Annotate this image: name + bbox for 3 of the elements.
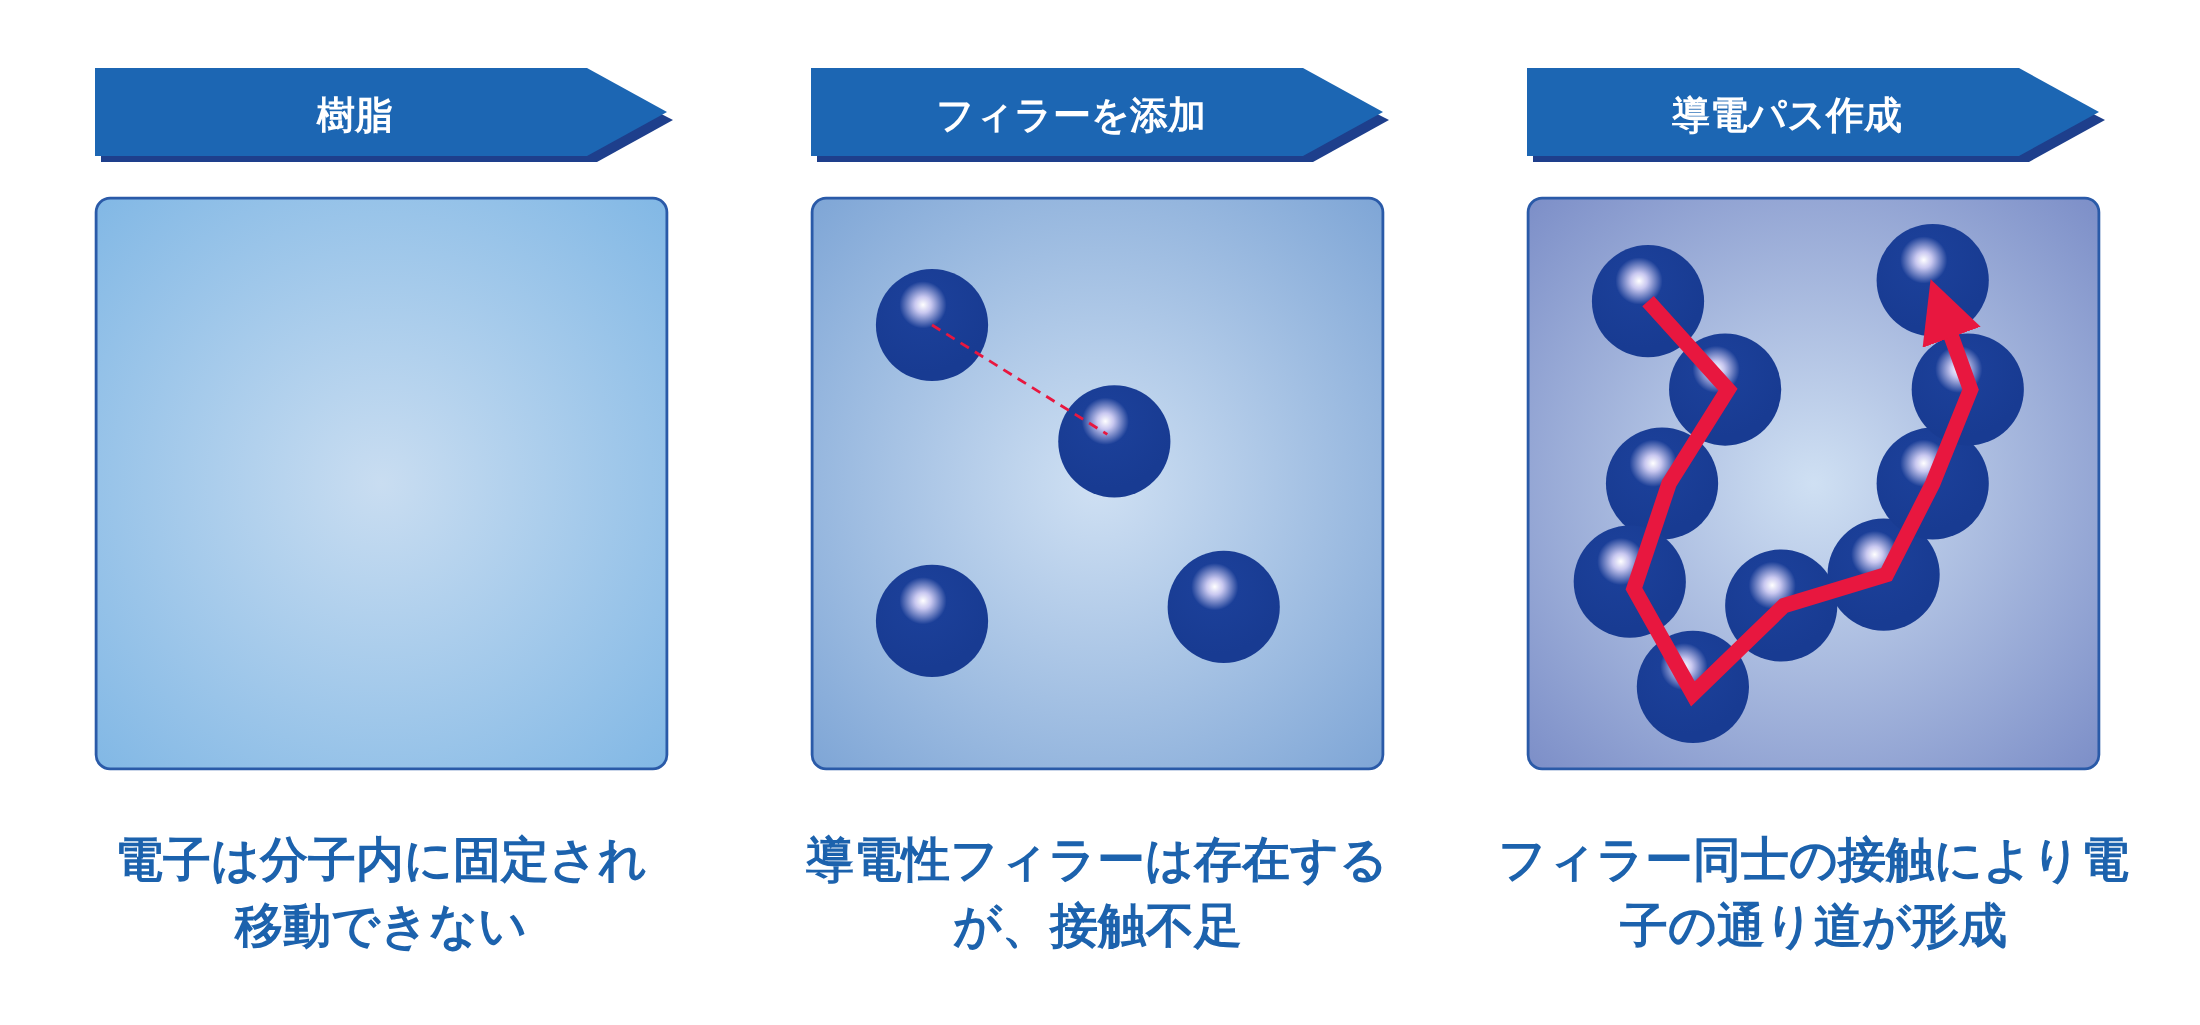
caption-text: フィラー同士の接触により電子の通り道が形成	[1496, 830, 2130, 955]
caption-text: 電子は分子内に固定され移動できない	[114, 830, 648, 955]
caption-text: 導電性フィラーは存在するが、接触不足	[805, 830, 1389, 955]
